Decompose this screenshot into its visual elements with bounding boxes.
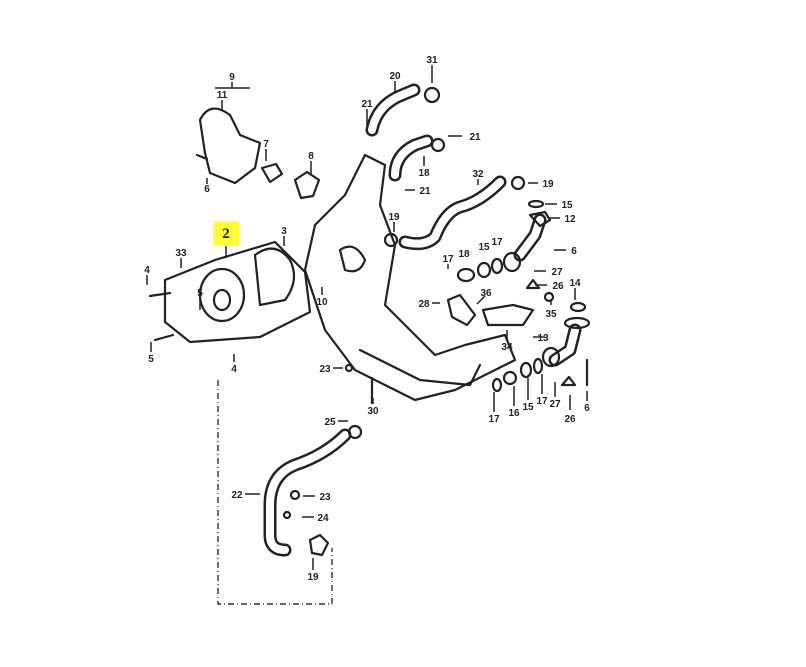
callout[interactable]: 17 [536, 396, 548, 407]
callout[interactable]: 33 [175, 248, 187, 259]
callout[interactable]: 31 [426, 55, 438, 66]
callout[interactable]: 19 [388, 212, 400, 223]
callout[interactable]: 30 [367, 406, 379, 417]
callout[interactable]: 24 [317, 513, 329, 524]
callout[interactable]: 18 [418, 168, 430, 179]
callout[interactable]: 19 [542, 179, 554, 190]
callout[interactable]: 15 [561, 200, 573, 211]
callout[interactable]: 12 [564, 214, 576, 225]
callout[interactable]: 4 [144, 265, 150, 276]
callout[interactable]: 14 [569, 278, 581, 289]
callout[interactable]: 17 [491, 237, 503, 248]
callout[interactable]: 21 [469, 132, 481, 143]
leader-lines [146, 65, 588, 570]
callout[interactable]: 18 [458, 249, 470, 260]
callout[interactable]: 23 [319, 492, 331, 503]
callout[interactable]: 28 [418, 299, 430, 310]
callout[interactable]: 35 [545, 309, 557, 320]
callout[interactable]: 25 [324, 417, 336, 428]
callout[interactable]: 8 [308, 151, 314, 162]
thermostat-housing [195, 107, 321, 200]
callout[interactable]: 32 [472, 169, 484, 180]
callout[interactable]: 10 [316, 297, 328, 308]
callout[interactable]: 11 [217, 90, 228, 101]
callout-highlighted[interactable]: 2 [222, 226, 230, 242]
callout[interactable]: 17 [488, 414, 500, 425]
callout[interactable]: 21 [361, 99, 373, 110]
callout[interactable]: 3 [281, 226, 287, 237]
callout[interactable]: 23 [319, 364, 331, 375]
callout[interactable]: 15 [522, 402, 534, 413]
callouts: 9 11 7 6 8 20 31 21 21 18 21 19 32 19 15… [144, 55, 590, 583]
callout[interactable]: 20 [389, 71, 401, 82]
callout[interactable]: 17 [442, 254, 454, 265]
small-parts [282, 86, 591, 557]
callout[interactable]: 19 [307, 572, 319, 583]
callout[interactable]: 7 [263, 139, 269, 150]
callout[interactable]: 21 [419, 186, 431, 197]
water-manifold [303, 153, 517, 402]
callout[interactable]: 15 [478, 242, 490, 253]
callout[interactable]: 26 [564, 414, 576, 425]
highlight-box [213, 221, 239, 245]
callout[interactable]: 27 [551, 267, 563, 278]
callout[interactable]: 9 [229, 72, 235, 83]
callout[interactable]: 22 [231, 490, 243, 501]
callout[interactable]: 16 [508, 408, 520, 419]
callout[interactable]: 36 [480, 288, 492, 299]
callout[interactable]: 27 [549, 399, 561, 410]
callout[interactable]: 6 [571, 246, 577, 257]
callout[interactable]: 13 [537, 333, 549, 344]
callout[interactable]: 6 [204, 184, 210, 195]
hoses [263, 83, 582, 557]
callout[interactable]: 5 [148, 354, 154, 365]
callout[interactable]: 6 [584, 403, 590, 414]
callout[interactable]: 34 [501, 342, 513, 353]
assembly-dashed-line [217, 380, 333, 605]
callout[interactable]: 5 [197, 288, 203, 299]
callout[interactable]: 26 [552, 281, 564, 292]
callout[interactable]: 4 [231, 364, 237, 375]
water-pump [148, 240, 312, 344]
